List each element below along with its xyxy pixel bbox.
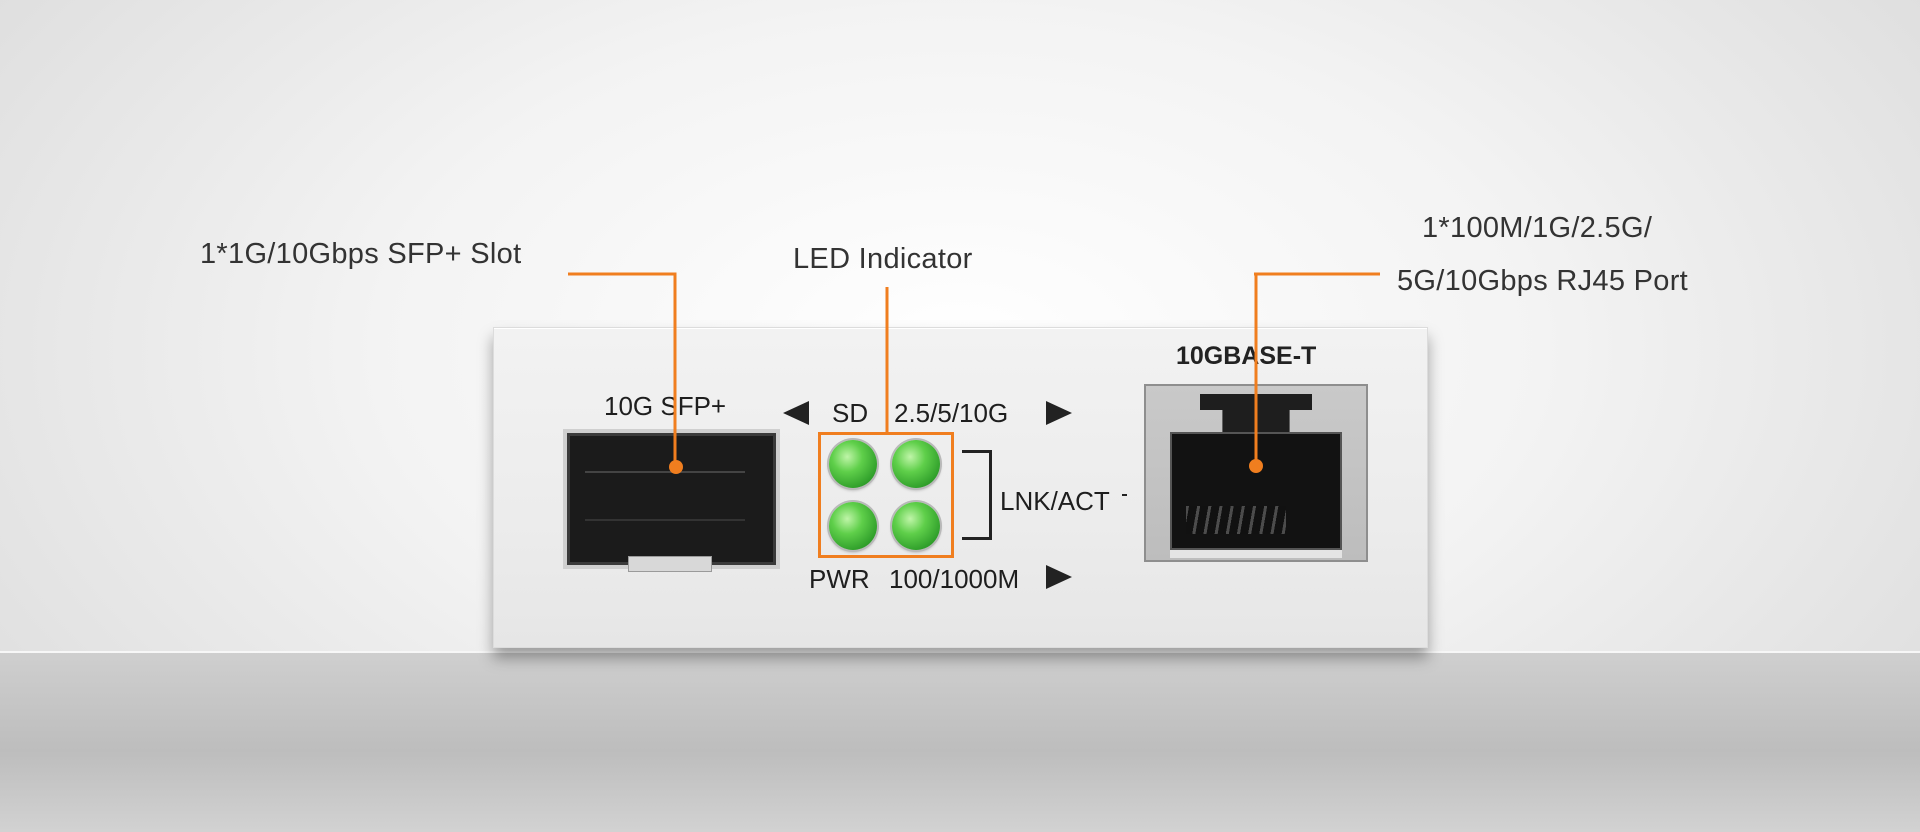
- lnk-act-label: LNK/ACT: [1000, 486, 1110, 516]
- sd-led-label: SD: [832, 398, 869, 428]
- high-speed-led-label: 2.5/5/10G: [894, 398, 1009, 428]
- sfp-slot: [563, 429, 780, 569]
- rj45-leader-dot: [1249, 459, 1263, 473]
- low-speed-led: [892, 502, 940, 550]
- high-speed-led: [892, 440, 940, 488]
- sfp-slot-callout: 1*1G/10Gbps SFP+ Slot: [200, 238, 522, 270]
- rj45-port-label: 10GBASE-T: [1176, 342, 1317, 370]
- rj45-callout-line1: 1*100M/1G/2.5G/: [1422, 212, 1653, 244]
- pwr-led: [829, 502, 877, 550]
- floor-highlight-line: [0, 651, 1920, 653]
- sfp-leader-dot: [669, 460, 683, 474]
- led-indicator-callout: LED Indicator: [793, 243, 973, 275]
- rj45-bezel-bottom: [1170, 550, 1342, 558]
- floor-surface: [0, 652, 1920, 832]
- pwr-led-label: PWR: [809, 564, 870, 594]
- arrow-right-icon: [1046, 401, 1072, 425]
- sfp-port-label: 10G SFP+: [604, 391, 727, 421]
- led-indicator-frame: [818, 432, 954, 558]
- rj45-callout-line2: 5G/10Gbps RJ45 Port: [1397, 265, 1689, 297]
- rj45-leader-line-part: [1254, 272, 1258, 465]
- low-speed-led-label: 100/1000M: [889, 564, 1020, 594]
- arrow-right-icon: [1046, 565, 1072, 589]
- sfp-cage-detail: [585, 471, 745, 521]
- lnk-act-tick: [1122, 494, 1127, 496]
- sfp-latch-tab: [628, 556, 712, 572]
- sfp-leader-line: [568, 272, 677, 467]
- arrow-left-icon: [783, 401, 809, 425]
- sd-led: [829, 440, 877, 488]
- lnk-act-bracket: [962, 450, 992, 540]
- rj45-pins: [1186, 506, 1286, 534]
